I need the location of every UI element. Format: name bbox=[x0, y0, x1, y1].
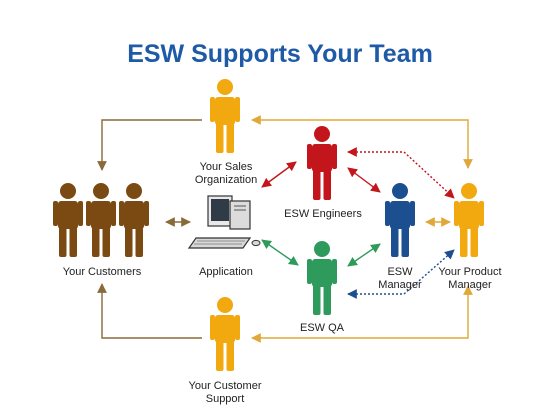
customer-support-label: Your Customer Support bbox=[188, 380, 262, 405]
application-label: Application bbox=[199, 266, 253, 278]
esw-manager-label: ESW Manager bbox=[378, 266, 422, 291]
connector-qa-product-manager bbox=[347, 249, 455, 299]
customers-label: Your Customers bbox=[62, 266, 142, 278]
person-icon bbox=[385, 183, 415, 257]
connector-qa-application bbox=[261, 239, 299, 266]
person-icon bbox=[119, 183, 149, 257]
people bbox=[53, 79, 484, 371]
product-manager-label: Your Product Manager bbox=[438, 266, 502, 291]
esw-engineers-label: ESW Engineers bbox=[284, 208, 362, 220]
connector-engineers-manager bbox=[347, 167, 381, 193]
person-icon bbox=[86, 183, 116, 257]
person-icon bbox=[307, 241, 337, 315]
connector-qa-manager bbox=[347, 243, 381, 267]
connector-product-manager-sales bbox=[251, 115, 473, 169]
page-title: ESW Supports Your Team bbox=[127, 40, 433, 68]
connector-product-manager-support bbox=[251, 285, 473, 343]
connector-sales-customers bbox=[97, 119, 202, 171]
computer-icon bbox=[187, 195, 261, 249]
esw-qa-label: ESW QA bbox=[299, 322, 344, 334]
connectors bbox=[97, 115, 473, 343]
person-icon bbox=[454, 183, 484, 257]
person-icon bbox=[210, 297, 240, 371]
person-icon bbox=[53, 183, 83, 257]
sales-organization-label: Your Sales Organization bbox=[194, 161, 258, 186]
connector-engineers-sales bbox=[261, 161, 297, 188]
person-icon bbox=[307, 126, 337, 200]
connector-engineers-product-manager bbox=[347, 147, 455, 199]
person-icon bbox=[210, 79, 240, 153]
connector-support-customers bbox=[97, 283, 202, 339]
